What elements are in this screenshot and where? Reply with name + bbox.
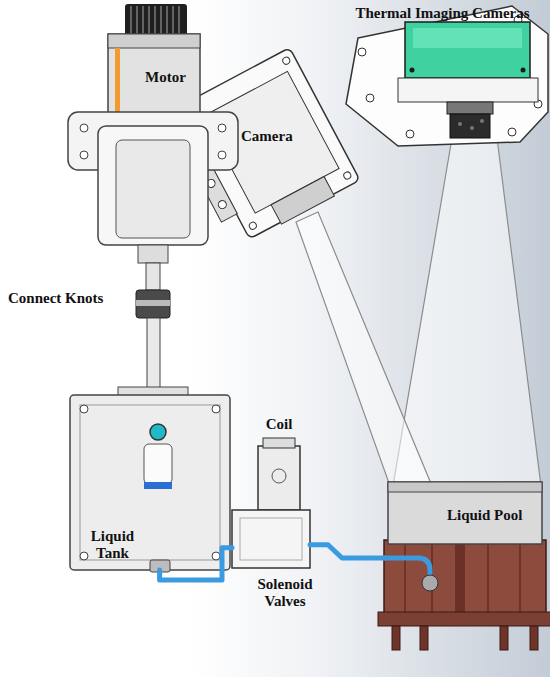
motor-drawing (116, 140, 190, 238)
thermal-camera-drawing (480, 119, 484, 123)
part-name: Coil (248, 416, 310, 433)
motor-drawing (131, 6, 179, 34)
motor-drawing (68, 4, 238, 390)
thermal-camera-drawing (447, 102, 493, 114)
motor-drawing (218, 151, 226, 159)
coil: Coil (258, 440, 300, 508)
motor-drawing (138, 245, 168, 263)
solenoid-valve-drawing (272, 469, 286, 483)
tank-drawing (150, 424, 166, 440)
liquid-pool-drawing (500, 626, 508, 650)
thermal-camera-drawing (450, 114, 490, 138)
solenoid-valve-drawing (232, 438, 310, 568)
camera: Camera (205, 70, 335, 235)
motor: Motor (108, 45, 200, 125)
thermal-camera-drawing (398, 78, 538, 102)
tank-drawing (70, 395, 230, 570)
liquid-pool-drawing (420, 626, 428, 650)
solenoid-valve: Solenoid Valves (232, 510, 310, 568)
camera-drawing (217, 199, 228, 210)
view-beam (393, 138, 541, 486)
thermal-camera-drawing (366, 94, 374, 102)
motor-drawing (80, 151, 88, 159)
liquid-pool-drawing (405, 540, 520, 614)
liquid-pool-drawing (422, 575, 438, 591)
camera-drawing (248, 221, 257, 230)
part-name: Motor (145, 69, 200, 86)
solenoid-valve-drawing (232, 510, 310, 568)
thermal-camera-drawing (458, 122, 462, 126)
thermal-camera-drawing (346, 6, 548, 146)
liquid-pool-drawing (384, 540, 546, 615)
liquid-pool: Liquid Pool (385, 485, 545, 660)
solenoid-valve-drawing (240, 518, 302, 560)
liquid-pool-drawing (378, 612, 550, 626)
background-panel (190, 0, 550, 677)
liquid-pool-drawing (378, 482, 550, 650)
motor-drawing (98, 126, 208, 245)
tank-drawing (80, 552, 88, 560)
thermal-camera: Thermal Imaging Cameras (345, 25, 540, 143)
liquid-pool-drawing (385, 558, 430, 578)
motor-drawing (125, 4, 187, 36)
liquid-pool-drawing (388, 482, 542, 492)
thermal-camera-drawing (508, 128, 516, 136)
camera-drawing (271, 177, 334, 225)
thermal-camera-drawing (470, 126, 474, 130)
motor-drawing (80, 124, 88, 132)
thermal-camera-drawing (413, 28, 522, 48)
thermal-camera-drawing (358, 48, 366, 56)
tube-connector (160, 548, 232, 580)
tank-drawing (80, 405, 88, 413)
thermal-camera-drawing (410, 68, 415, 73)
motor-drawing (108, 34, 200, 48)
part-name: Liquid Pool (447, 507, 545, 524)
motor-drawing (147, 318, 160, 390)
part-name: Liquid Tank (80, 528, 145, 562)
solenoid-valve-drawing (263, 438, 295, 448)
tank-drawing (212, 405, 220, 413)
motor-drawing (136, 290, 170, 318)
part-label: Connect Knots (8, 290, 103, 307)
liquid-pool-drawing (392, 626, 400, 650)
tank-drawing (70, 387, 230, 572)
motor-drawing (136, 300, 170, 306)
motor-drawing (218, 124, 226, 132)
tank-drawing (212, 552, 220, 560)
thermal-camera-drawing (405, 22, 530, 78)
liquid-pool-drawing (455, 540, 465, 615)
tank-drawing (144, 482, 172, 489)
part-name: Solenoid Valves (240, 576, 330, 610)
camera-drawing (282, 56, 291, 65)
liquid-pool-drawing (530, 626, 538, 650)
thermal-camera-drawing (346, 6, 548, 146)
view-beam (296, 212, 432, 486)
solenoid-valve-drawing (258, 446, 300, 510)
tube-connector (310, 545, 385, 558)
liquid-tank: Liquid Tank (70, 395, 230, 570)
tank-drawing (144, 444, 172, 484)
part-name: Thermal Imaging Cameras (340, 5, 545, 22)
part-name: Camera (241, 128, 311, 145)
camera-drawing (343, 171, 352, 180)
thermal-camera-drawing (521, 68, 526, 73)
thermal-camera-drawing (406, 130, 414, 138)
motor-drawing (146, 263, 160, 290)
